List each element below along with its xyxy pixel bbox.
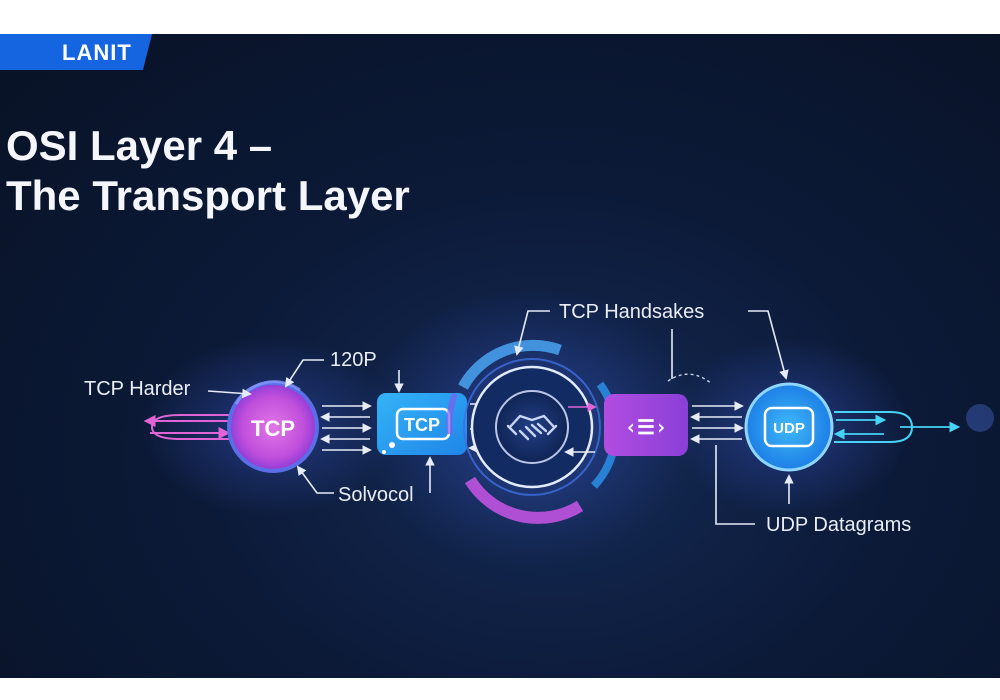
transport-diagram: TCP TCP	[84, 287, 994, 567]
logo: LANIT	[62, 40, 132, 65]
bottom-margin	[0, 678, 1000, 700]
title-line-1: OSI Layer 4 –	[6, 122, 273, 169]
handshake-hub	[446, 339, 620, 524]
logo-tab: LANIT	[0, 34, 152, 70]
tcp-segment-label: TCP	[404, 415, 440, 435]
label-120p: 120P	[330, 349, 377, 371]
right-output-arrows	[833, 404, 994, 443]
handshake-icon	[506, 414, 558, 441]
tcp-circle-label: TCP	[251, 416, 295, 441]
leader-lines	[207, 310, 794, 525]
left-input-arrows	[143, 414, 231, 440]
label-protocol: Solvocol	[338, 484, 414, 506]
segment-stack-node: ‹☰›	[604, 373, 713, 456]
udp-circle-label: UDP	[773, 420, 805, 437]
udp-circle-node: UDP	[744, 382, 834, 472]
tcp-circle-node: TCP	[227, 380, 319, 473]
title-line-2: The Transport Layer	[6, 172, 410, 219]
label-udp-datagrams: UDP Datagrams	[766, 514, 911, 536]
label-tcp-header: TCP Harder	[84, 378, 191, 400]
arrows-tcp-to-segment	[320, 401, 372, 455]
arrows-stack-to-udp	[690, 401, 744, 444]
slide: LANIT OSI Layer 4 – The Transport Layer	[0, 34, 1000, 678]
label-tcp-handshakes: TCP Handsakes	[559, 301, 704, 323]
segment-stack-icon: ‹☰›	[625, 415, 667, 439]
top-margin	[0, 0, 1000, 34]
